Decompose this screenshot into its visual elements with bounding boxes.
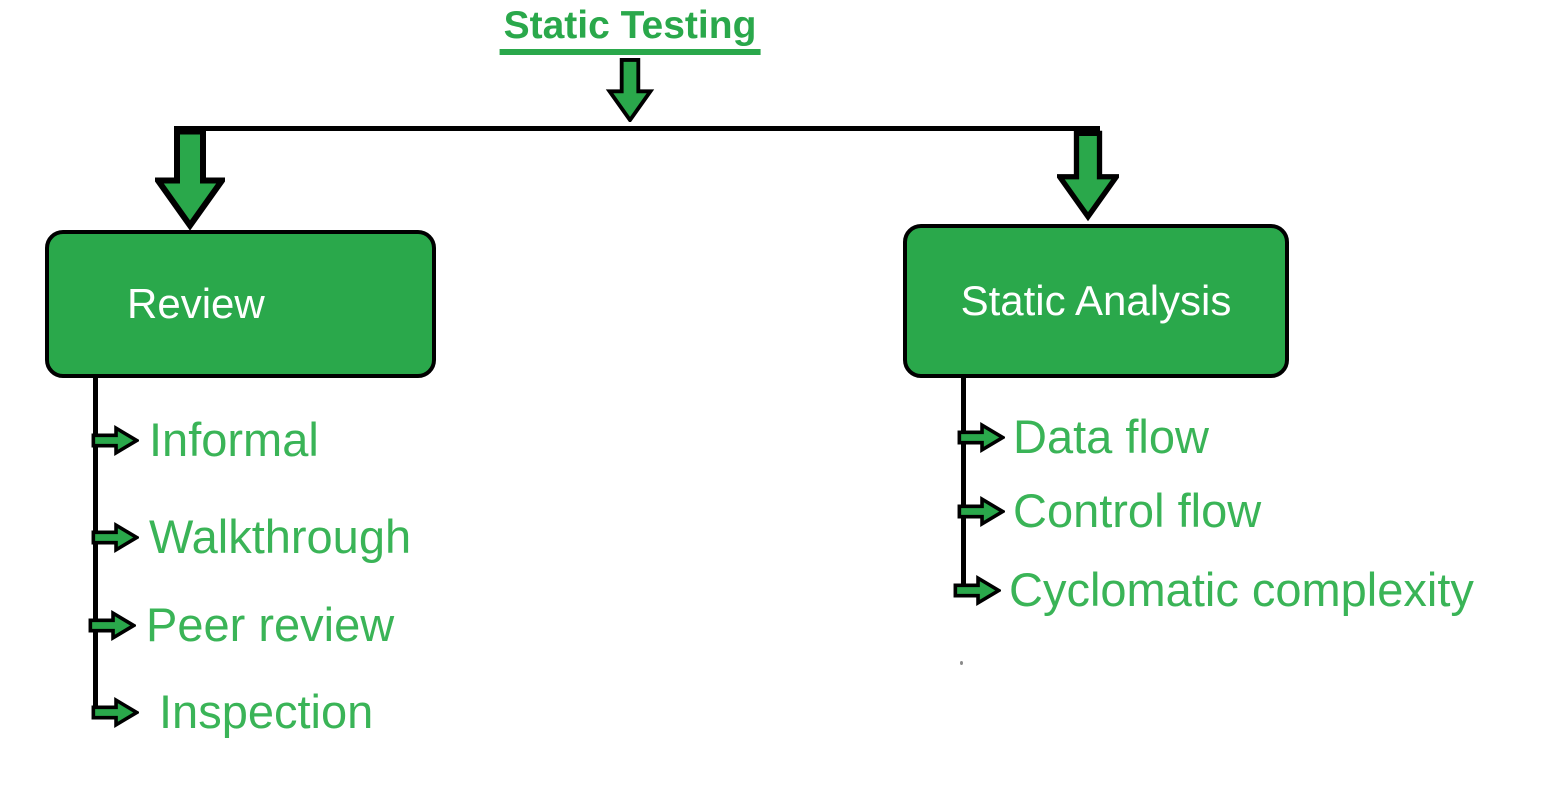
- right-arrow-icon: [91, 424, 139, 456]
- right-arrow-icon: [957, 421, 1005, 453]
- right-arrow-icon: [91, 696, 139, 728]
- right-arrow-icon: [953, 574, 1001, 606]
- list-item: Data flow: [957, 413, 1209, 461]
- list-item: Peer review: [88, 601, 394, 649]
- list-item: Cyclomatic complexity: [953, 566, 1474, 614]
- list-item: Control flow: [957, 487, 1261, 535]
- down-arrow-icon: [1057, 130, 1119, 222]
- static-analysis-stem-line: [961, 378, 966, 595]
- branch-connector-line: [174, 126, 1100, 131]
- list-item-label: Informal: [149, 413, 319, 466]
- down-arrow-icon: [605, 58, 655, 122]
- review-node-box: Review: [45, 230, 436, 378]
- review-stem-line: [93, 378, 98, 717]
- list-item-label: Walkthrough: [149, 510, 412, 563]
- page-title: Static Testing: [499, 4, 761, 55]
- list-item: Inspection: [91, 688, 373, 736]
- list-item-label: Peer review: [146, 598, 395, 651]
- down-arrow-icon: [155, 128, 225, 230]
- list-item: Walkthrough: [91, 513, 411, 561]
- review-node-label: Review: [127, 280, 265, 327]
- list-item-label: Data flow: [1013, 410, 1209, 463]
- right-arrow-icon: [88, 609, 136, 641]
- stray-dot: [960, 661, 963, 665]
- static-analysis-node-label: Static Analysis: [960, 277, 1232, 324]
- static-analysis-node-box: Static Analysis: [903, 224, 1289, 378]
- list-item: Informal: [91, 416, 319, 464]
- list-item-label: Inspection: [159, 685, 374, 738]
- list-item-label: Control flow: [1013, 484, 1262, 537]
- right-arrow-icon: [91, 521, 139, 553]
- list-item-label: Cyclomatic complexity: [1009, 563, 1474, 616]
- right-arrow-icon: [957, 495, 1005, 527]
